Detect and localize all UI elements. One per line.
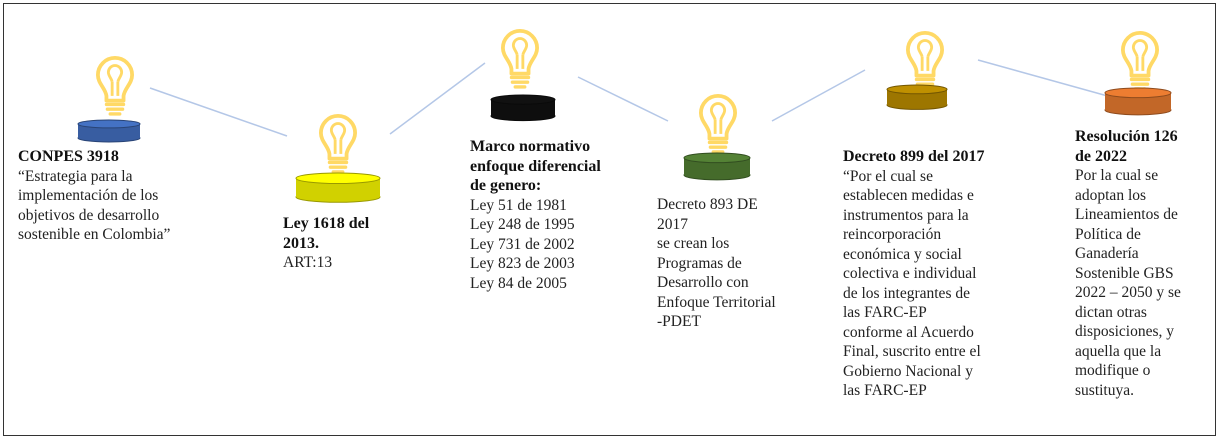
milestone-title: Resolución 126 de 2022: [1075, 128, 1178, 165]
connector-line-4: [771, 69, 866, 122]
lightbulb-icon-1: [96, 55, 135, 116]
milestone-decreto-899: Decreto 899 del 2017 “Por el cual se est…: [843, 147, 1028, 401]
milestone-conpes: CONPES 3918 “Estrategia para la implemen…: [18, 147, 238, 245]
milestone-description: Decreto 893 DE 2017 se crean los Program…: [657, 196, 776, 330]
milestone-description: “Por el cual se establecen medidas e ins…: [843, 167, 981, 400]
milestone-resolucion-126: Resolución 126 de 2022 Por la cual se ad…: [1075, 127, 1215, 400]
pedestals: [77, 84, 1172, 203]
connector-line-5: [977, 59, 1123, 101]
milestone-title: Marco normativo enfoque diferencial de g…: [470, 138, 601, 194]
pedestal-3: [490, 94, 556, 122]
pedestal-5: [886, 84, 948, 110]
milestone-description: Ley 51 de 1981 Ley 248 de 1995 Ley 731 d…: [470, 196, 575, 292]
pedestal-1: [77, 119, 141, 143]
lightbulb-icon-6: [1121, 30, 1159, 91]
milestone-description: Por la cual se adoptan los Lineamientos …: [1075, 167, 1181, 399]
pedestal-2: [295, 172, 381, 203]
milestone-description: “Estrategia para la implementación de lo…: [18, 167, 171, 244]
connector-line-2: [389, 62, 486, 135]
milestone-title: Ley 1618 del 2013.: [283, 215, 370, 252]
milestone-ley-1618: Ley 1618 del 2013. ART:13: [283, 214, 423, 273]
lightbulb-icon-4: [699, 94, 737, 154]
connector-line-3: [577, 76, 669, 122]
lightbulb-icon-3: [500, 28, 539, 89]
connector-lines: [149, 59, 1123, 137]
connector-line-1: [149, 87, 288, 137]
milestone-description: ART:13: [283, 254, 333, 271]
milestone-title: CONPES 3918: [18, 148, 119, 165]
milestone-decreto-893: Decreto 893 DE 2017 se crean los Program…: [657, 195, 817, 332]
milestone-title: Decreto 899 del 2017: [843, 148, 985, 165]
lightbulb-icon-5: [906, 30, 944, 91]
diagram-frame: [3, 3, 1216, 436]
lightbulb-icon-2: [318, 114, 358, 174]
milestone-marco-normativo: Marco normativo enfoque diferencial de g…: [470, 137, 645, 293]
pedestal-4: [683, 152, 751, 181]
pedestal-6: [1104, 87, 1172, 116]
